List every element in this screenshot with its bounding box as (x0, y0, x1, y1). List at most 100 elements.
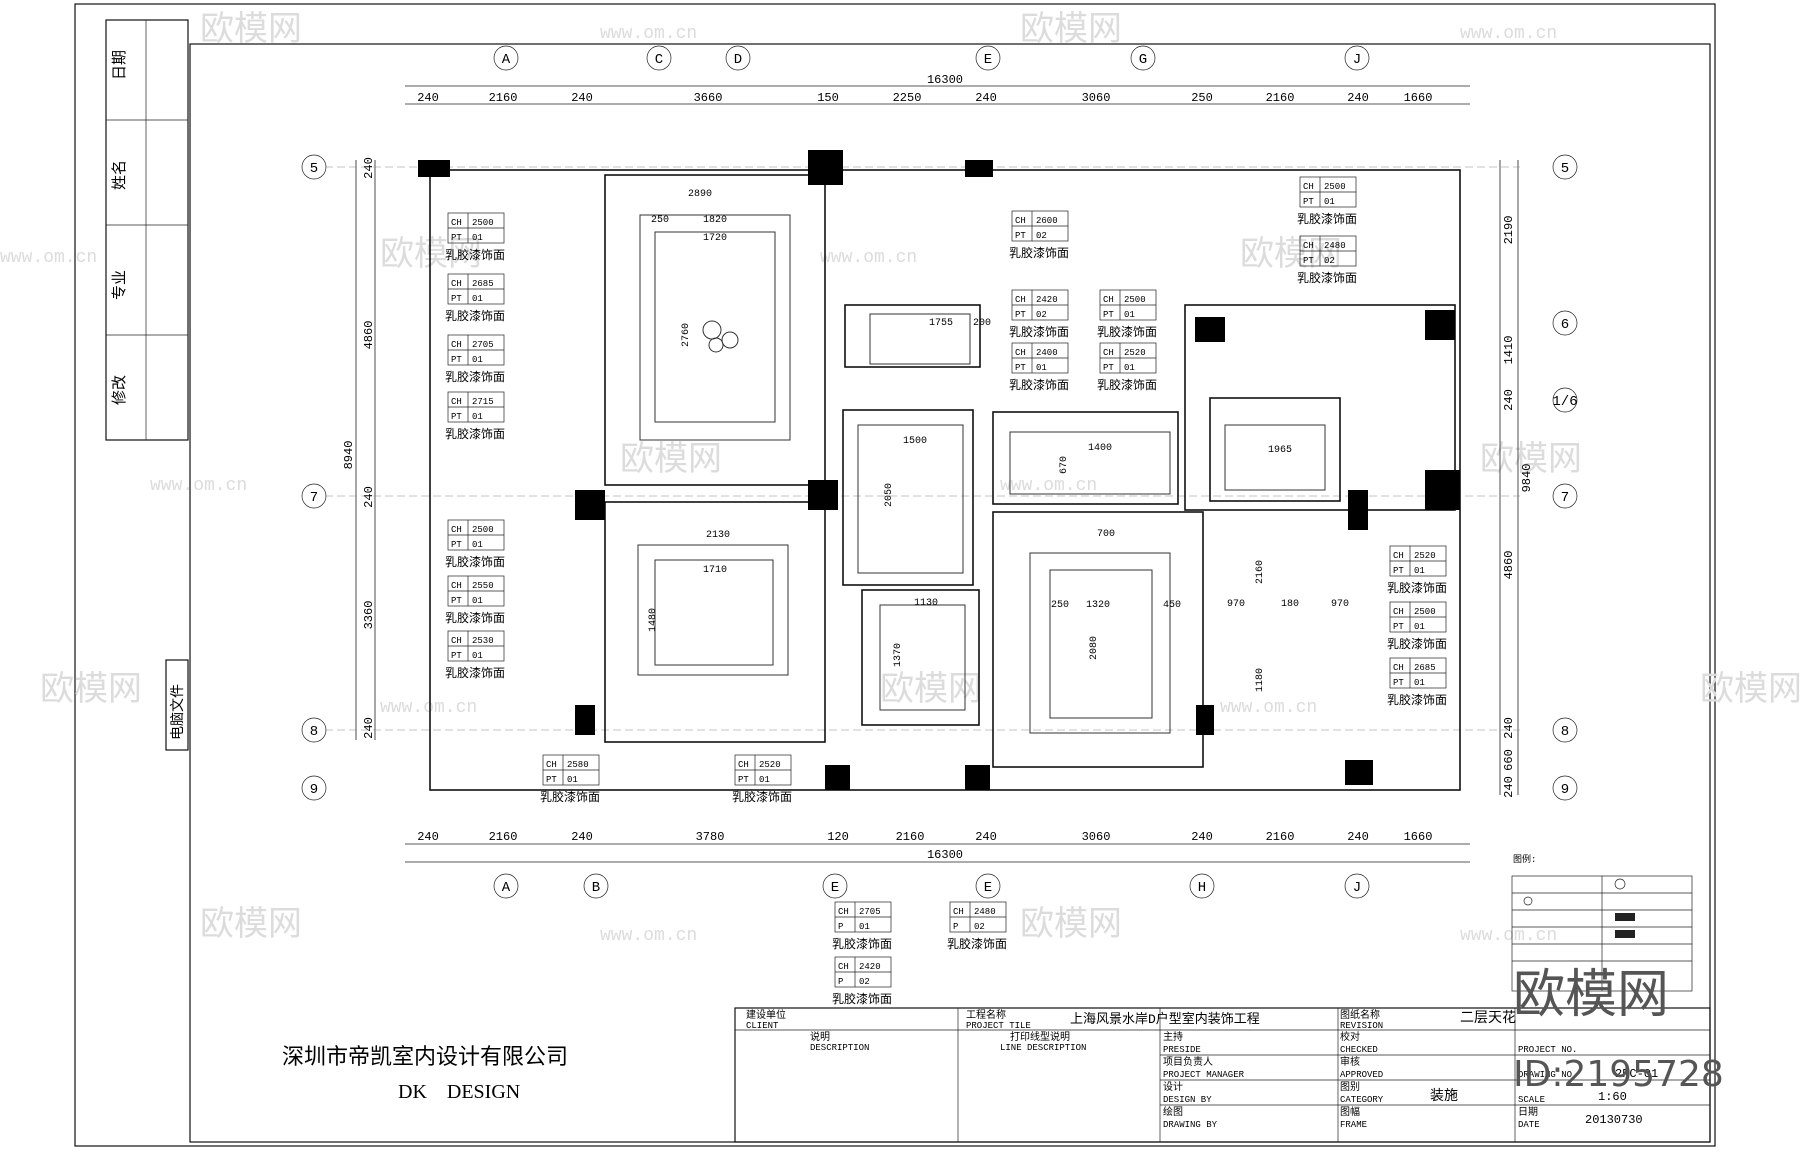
watermark-brand: 欧模网 (620, 440, 722, 481)
pm-label-en: PROJECT MANAGER (1163, 1070, 1245, 1080)
inner-dimension: 970 (1331, 599, 1349, 610)
dimension-top: 240 (1347, 91, 1369, 105)
tag-pt-key: PT (1103, 310, 1114, 320)
margin-rev-label: 修改 (111, 375, 129, 405)
tag-ch-key: CH (1015, 348, 1026, 358)
dimension-top: 2160 (1266, 91, 1295, 105)
inner-dimension: 1370 (893, 643, 904, 667)
revision-label-en: REVISION (1340, 1021, 1383, 1031)
grid-bubble-top: E (984, 52, 992, 68)
watermark-brand: 欧模网 (880, 670, 982, 711)
tag-ch-key: CH (451, 218, 462, 228)
tag-ch-value: 2500 (1414, 607, 1436, 617)
tag-pt-value: 01 (759, 775, 770, 785)
inner-dimension: 2760 (681, 323, 692, 347)
watermark-url: www.om.cn (380, 698, 477, 718)
tag-finish-label: 乳胶漆饰面 (1009, 245, 1069, 260)
drawing-no-value: 2RC-01 (1615, 1067, 1658, 1081)
inner-dimension: 1720 (703, 233, 727, 244)
inner-dimension: 2160 (1255, 560, 1266, 584)
tag-pt-value: 01 (472, 651, 483, 661)
tag-finish-label: 乳胶漆饰面 (445, 426, 505, 441)
watermark-brand: 欧模网 (1020, 10, 1122, 51)
dimension-bottom: 240 (571, 830, 593, 844)
grid-bubble-right: 6 (1561, 317, 1569, 333)
tag-ch-value: 2520 (759, 760, 781, 770)
drawing-frame (189, 43, 1711, 1143)
watermark-url: www.om.cn (1460, 926, 1557, 946)
dimension-top: 1660 (1404, 91, 1433, 105)
grid-bubble-right-circle (1552, 717, 1578, 743)
drawing-name: 二层天花 (1460, 1010, 1516, 1027)
tag-pt-value: 01 (1414, 566, 1425, 576)
tag-pt-key: PT (1303, 256, 1314, 266)
category-label-en: CATEGORY (1340, 1095, 1384, 1105)
tag-pt-key: P (953, 922, 958, 932)
watermark-brand-large: 欧模网 (1513, 965, 1669, 1025)
tag-finish-label: 乳胶漆饰面 (1387, 580, 1447, 595)
margin-file-label: 电脑文件 (170, 684, 187, 740)
tag-finish-label: 乳胶漆饰面 (947, 936, 1007, 951)
watermark-brand: 欧模网 (1020, 905, 1122, 946)
spotlight-icon (1614, 878, 1626, 890)
dimension-top: 240 (571, 91, 593, 105)
company-name-cn: 深圳市帝凯室内设计有限公司 (282, 1045, 568, 1070)
dimension-total-top: 16300 (927, 73, 963, 87)
grid-bubble-bottom-circle (493, 873, 519, 899)
dimension-left: 4860 (362, 321, 376, 350)
tag-pt-key: PT (451, 596, 462, 606)
preside-label-en: PRESIDE (1163, 1045, 1201, 1055)
preside-label: 主持 (1163, 1030, 1183, 1044)
dimension-right: 240 (1502, 776, 1516, 798)
grid-bubble-right: 8 (1561, 724, 1569, 740)
watermark-url: www.om.cn (1460, 24, 1557, 44)
watermark-brand: 欧模网 (1240, 235, 1342, 276)
inner-dimension: 1500 (903, 436, 927, 447)
tag-ch-key: CH (451, 525, 462, 535)
tag-finish-label: 乳胶漆饰面 (1009, 324, 1069, 339)
dimension-bottom: 1660 (1404, 830, 1433, 844)
dimension-bottom: 240 (417, 830, 439, 844)
grid-bubble-left: 9 (310, 782, 318, 798)
tag-ch-key: CH (1393, 551, 1404, 561)
grid-bubble-bottom-circle (1189, 873, 1215, 899)
inner-dimension: 1755 (929, 318, 953, 329)
category-value: 装施 (1430, 1088, 1458, 1105)
grid-bubble-right-circle (1552, 310, 1578, 336)
grid-bubble-right-circle (1552, 154, 1578, 180)
inner-dimension: 180 (1281, 599, 1299, 610)
tag-pt-value: 01 (1414, 622, 1425, 632)
tag-finish-label: 乳胶漆饰面 (1297, 270, 1357, 285)
grid-bubble-right-circle (1552, 387, 1578, 413)
inner-dimension: 2050 (884, 483, 895, 507)
tag-finish-label: 乳胶漆饰面 (1097, 377, 1157, 392)
dimension-total-left: 8940 (342, 441, 356, 470)
tag-ch-value: 2500 (1124, 295, 1146, 305)
tag-ch-value: 2420 (1036, 295, 1058, 305)
tag-pt-key: PT (451, 233, 462, 243)
tag-pt-value: 01 (472, 294, 483, 304)
grid-bubble-right: 7 (1561, 490, 1569, 506)
tag-pt-key: PT (1103, 363, 1114, 373)
tag-pt-value: 01 (1124, 363, 1135, 373)
watermark-url: www.om.cn (150, 476, 247, 496)
grid-bubble-left: 8 (310, 724, 318, 740)
watermark-brand: 欧模网 (380, 235, 482, 276)
dimension-top: 150 (817, 91, 839, 105)
inner-dimension: 2130 (706, 530, 730, 541)
tag-ch-key: CH (451, 279, 462, 289)
dimension-bottom: 240 (1347, 830, 1369, 844)
tag-ch-value: 2520 (1124, 348, 1146, 358)
tag-ch-value: 2480 (974, 907, 996, 917)
company-name-en: DK DESIGN (398, 1081, 520, 1103)
